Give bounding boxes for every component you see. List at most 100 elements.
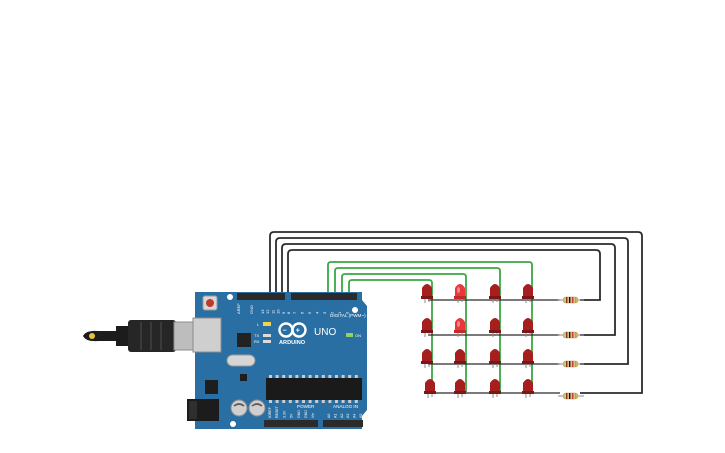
- atmega-chip: [266, 378, 362, 400]
- digital-pin-label: 6: [300, 311, 305, 314]
- mounting-hole: [230, 421, 236, 427]
- power-pin-label: Vin: [311, 413, 315, 418]
- digital-pin-label: 5: [307, 311, 312, 314]
- voltage-regulator: [205, 380, 218, 394]
- capacitor: [230, 399, 248, 417]
- chip-pins: [269, 375, 358, 403]
- led-r2-c3[interactable]: [489, 318, 501, 337]
- resistor-3[interactable]: [558, 360, 584, 368]
- led-r4-c1[interactable]: [424, 379, 436, 398]
- header-analog[interactable]: [323, 420, 363, 427]
- capacitor: [248, 399, 266, 417]
- mounting-hole: [227, 294, 233, 300]
- digital-pin-label: 0: [345, 311, 350, 314]
- led-r1-c2[interactable]: [454, 284, 466, 303]
- analog-pin-label: A5: [359, 414, 363, 418]
- led-r3-c2[interactable]: [454, 349, 466, 368]
- row-wire[interactable]: [281, 243, 616, 336]
- header-digital-left[interactable]: [237, 293, 285, 300]
- analog-pin-label: A4: [353, 414, 357, 418]
- analog-label: ANALOG IN: [333, 404, 358, 409]
- usb-jack: [192, 317, 222, 353]
- header-digital-right[interactable]: [291, 293, 357, 300]
- led-r2-c2[interactable]: [454, 318, 466, 337]
- led-r3-c3[interactable]: [489, 349, 501, 368]
- digital-pin-label: 1: [337, 311, 342, 314]
- row-wire[interactable]: [275, 237, 629, 365]
- led-r2-c1[interactable]: [421, 318, 433, 337]
- reset-button-cap[interactable]: [206, 299, 214, 307]
- tx-led: [263, 334, 271, 337]
- usb-cable[interactable]: [83, 320, 199, 352]
- digital-pin-label: 9: [281, 311, 286, 314]
- analog-pin-label: A0: [327, 414, 331, 418]
- power-pin-label: GND: [297, 410, 301, 418]
- usb-cable-led-icon: [89, 333, 95, 339]
- led-r1-c1[interactable]: [421, 284, 433, 303]
- column-wire[interactable]: [348, 279, 433, 392]
- model-text: UNO: [314, 327, 336, 338]
- gnd-pin-label: GND: [249, 305, 254, 314]
- digital-pin-label: 4: [315, 311, 320, 314]
- rx-label: RX: [254, 339, 260, 344]
- l-led: [263, 322, 271, 326]
- power-pin-label: IOREF: [268, 406, 272, 418]
- resistor-1[interactable]: [558, 296, 584, 304]
- aref-pin-label: AREF: [236, 303, 241, 314]
- power-pin-label: GND: [304, 410, 308, 418]
- analog-pin-label: A1: [333, 414, 337, 418]
- digital-pin-label: 7: [292, 311, 297, 314]
- digital-pin-label: 10: [276, 309, 281, 314]
- digital-pin-label: 12: [265, 309, 270, 314]
- digital-pin-label: 13: [260, 309, 265, 314]
- power-pin-label: 5V: [290, 413, 294, 418]
- row-wire[interactable]: [287, 249, 601, 301]
- digital-pin-label: 11: [270, 309, 275, 314]
- wires-layer: [269, 231, 643, 394]
- analog-pin-label: A2: [340, 414, 344, 418]
- small-component: [240, 374, 247, 381]
- led-r4-c2[interactable]: [454, 379, 466, 398]
- power-pin-label: RESET: [275, 405, 279, 418]
- crystal-oscillator: [226, 354, 256, 367]
- digital-pin-label: 2: [330, 311, 335, 314]
- resistor-4[interactable]: [558, 392, 584, 400]
- power-pin-label: 3.3V: [282, 410, 286, 418]
- led-r3-c4[interactable]: [522, 349, 534, 368]
- usb-cable-end: [83, 330, 116, 342]
- mounting-hole: [352, 307, 358, 313]
- svg-text:+: +: [296, 328, 300, 335]
- power-label: POWER: [297, 404, 315, 409]
- led-r1-c4[interactable]: [522, 284, 534, 303]
- on-led: [346, 333, 353, 337]
- header-power[interactable]: [264, 420, 318, 427]
- column-wire[interactable]: [334, 267, 501, 392]
- led-r3-c1[interactable]: [421, 349, 433, 368]
- column-wire[interactable]: [341, 273, 467, 392]
- digital-label: DIGITAL (PWM~): [330, 313, 366, 318]
- row-wire[interactable]: [269, 231, 643, 394]
- l-label: L: [257, 322, 260, 327]
- led-matrix[interactable]: [421, 284, 534, 398]
- svg-text:−: −: [283, 327, 287, 334]
- led-r4-c3[interactable]: [489, 379, 501, 398]
- arduino-logo: − + ARDUINO: [278, 322, 307, 346]
- logo-text: ARDUINO: [279, 340, 306, 346]
- column-wire[interactable]: [327, 261, 533, 392]
- usb-plug-boot: [116, 326, 130, 346]
- on-label: ON: [355, 333, 361, 338]
- analog-pin-label: A3: [346, 414, 350, 418]
- resistors[interactable]: [558, 296, 584, 400]
- led-r4-c4[interactable]: [522, 379, 534, 398]
- tx-label: TX: [254, 333, 259, 338]
- digital-pin-label: 3: [322, 311, 327, 314]
- led-r1-c3[interactable]: [489, 284, 501, 303]
- rx-led: [263, 340, 271, 343]
- resistor-2[interactable]: [558, 331, 584, 339]
- led-r2-c4[interactable]: [522, 318, 534, 337]
